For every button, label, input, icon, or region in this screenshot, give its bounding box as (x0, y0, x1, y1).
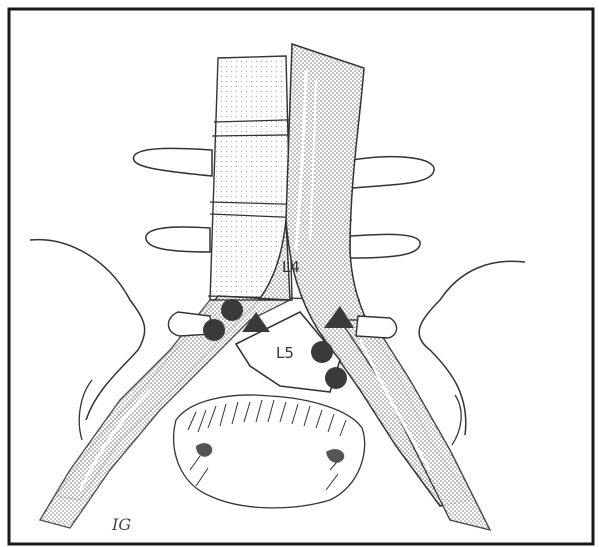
marker-circle-4 (325, 367, 347, 389)
marker-circle-1 (221, 299, 243, 321)
ilium-edge-right (452, 395, 461, 445)
iliac-vein-right (340, 320, 490, 530)
transverse-process-left-upper (134, 148, 212, 176)
marker-circle-2 (203, 319, 225, 341)
transverse-process-right-upper (352, 157, 434, 188)
iliac-crest-right (419, 261, 525, 435)
transverse-process-right-lower (350, 234, 420, 258)
l5-transverse-right (356, 316, 397, 338)
transverse-process-left-lower (146, 227, 210, 252)
artist-signature: IG (111, 515, 131, 534)
marker-circle-3 (311, 341, 333, 363)
label-l4: L4 (282, 258, 300, 276)
label-l5: L5 (276, 344, 294, 362)
